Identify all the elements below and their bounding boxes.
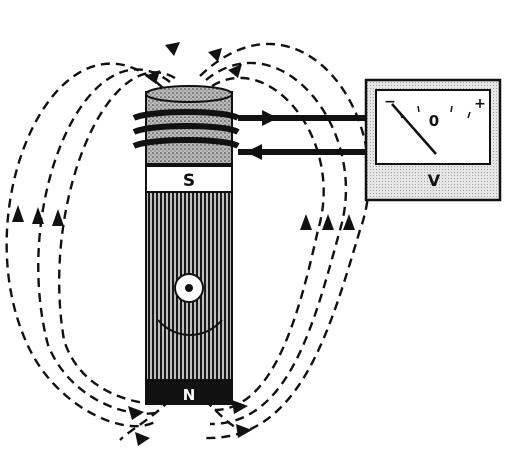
arrowhead-icon bbox=[232, 400, 248, 414]
magnetic-field-lines bbox=[5, 42, 371, 441]
arrowhead-icon bbox=[145, 70, 160, 84]
arrowhead-icon bbox=[135, 432, 150, 446]
rotation-arc bbox=[157, 319, 223, 336]
arrowhead-icon bbox=[32, 207, 44, 224]
voltmeter-unit-label: V bbox=[428, 171, 441, 190]
arrowhead-icon bbox=[165, 42, 180, 56]
field-line-bottom-left bbox=[119, 399, 171, 441]
voltmeter-needle bbox=[391, 103, 437, 155]
arrowhead-icon bbox=[228, 64, 242, 78]
voltmeter: − + 0 V bbox=[364, 78, 502, 202]
arrowhead-icon bbox=[128, 406, 144, 420]
current-arrow-icon bbox=[246, 144, 262, 160]
coil-windings bbox=[132, 109, 240, 149]
dial-zero-label: 0 bbox=[429, 112, 439, 130]
pivot-center-icon bbox=[185, 284, 193, 292]
north-pole-label: N bbox=[183, 386, 196, 404]
arrowhead-icon bbox=[322, 214, 334, 230]
field-line-left-middle bbox=[37, 68, 171, 415]
bar-magnet: S N bbox=[132, 85, 240, 405]
field-line-left-outer bbox=[5, 62, 164, 428]
field-line-right-outer bbox=[199, 42, 371, 440]
field-arrowheads bbox=[12, 42, 355, 446]
arrowhead-icon bbox=[12, 205, 24, 222]
coil-core-cap bbox=[145, 85, 233, 103]
current-arrow-icon bbox=[262, 110, 278, 126]
south-pole-label: S bbox=[183, 171, 195, 191]
field-line-right-middle bbox=[205, 61, 347, 426]
arrowhead-icon bbox=[52, 209, 64, 226]
dial-minus-label: − bbox=[384, 94, 396, 110]
dial-plus-label: + bbox=[474, 96, 486, 112]
arrowhead-icon bbox=[300, 214, 312, 230]
north-pole-band bbox=[145, 379, 233, 405]
arrowhead-icon bbox=[236, 424, 252, 438]
coil-leads bbox=[238, 110, 368, 160]
arrowhead-icon bbox=[208, 48, 222, 62]
arrowhead-icon bbox=[343, 214, 355, 230]
field-line-left-inner bbox=[58, 71, 176, 406]
south-pole-band bbox=[145, 165, 233, 193]
